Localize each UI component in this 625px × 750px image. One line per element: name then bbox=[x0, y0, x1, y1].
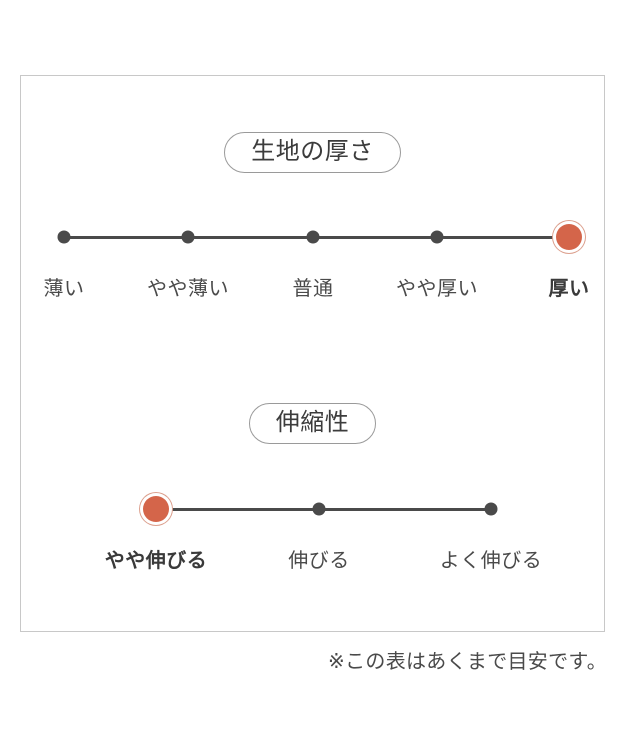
fabric-thickness-label-3: やや厚い bbox=[396, 276, 478, 300]
fabric-thickness-label-1: やや薄い bbox=[147, 276, 229, 300]
fabric-property-chart-frame: 生地の厚さ 薄い やや薄い 普通 やや厚い 厚い 伸縮性 やや伸びる 伸びる よく伸びる bbox=[20, 75, 605, 632]
stretchiness-label-1: 伸びる bbox=[288, 548, 350, 572]
fabric-thickness-label-2: 普通 bbox=[292, 276, 334, 300]
fabric-thickness-badge-row: 生地の厚さ bbox=[21, 132, 604, 174]
stretchiness-badge-row: 伸縮性 bbox=[21, 403, 604, 445]
stretchiness-badge-label: 伸縮性 bbox=[248, 403, 377, 445]
stretchiness-scale: やや伸びる 伸びる よく伸びる bbox=[21, 496, 604, 588]
fabric-thickness-label-4: 厚い bbox=[548, 276, 590, 300]
fabric-thickness-dot-1[interactable] bbox=[181, 230, 195, 244]
stretchiness-dot-1[interactable] bbox=[312, 502, 326, 516]
fabric-thickness-badge-label: 生地の厚さ bbox=[224, 132, 401, 174]
stretchiness-dot-0-selected[interactable] bbox=[143, 496, 169, 522]
stretchiness-label-0: やや伸びる bbox=[104, 548, 208, 572]
fabric-thickness-dot-4-selected[interactable] bbox=[556, 224, 582, 250]
stretchiness-dot-2[interactable] bbox=[484, 502, 498, 516]
chart-footnote: ※この表はあくまで目安です。 bbox=[328, 649, 607, 673]
fabric-thickness-dot-2[interactable] bbox=[306, 230, 320, 244]
fabric-thickness-dot-3[interactable] bbox=[430, 230, 444, 244]
fabric-thickness-dot-0[interactable] bbox=[57, 230, 71, 244]
stretchiness-label-2: よく伸びる bbox=[439, 548, 543, 572]
fabric-thickness-label-0: 薄い bbox=[43, 276, 85, 300]
fabric-thickness-scale: 薄い やや薄い 普通 やや厚い 厚い bbox=[21, 224, 604, 316]
